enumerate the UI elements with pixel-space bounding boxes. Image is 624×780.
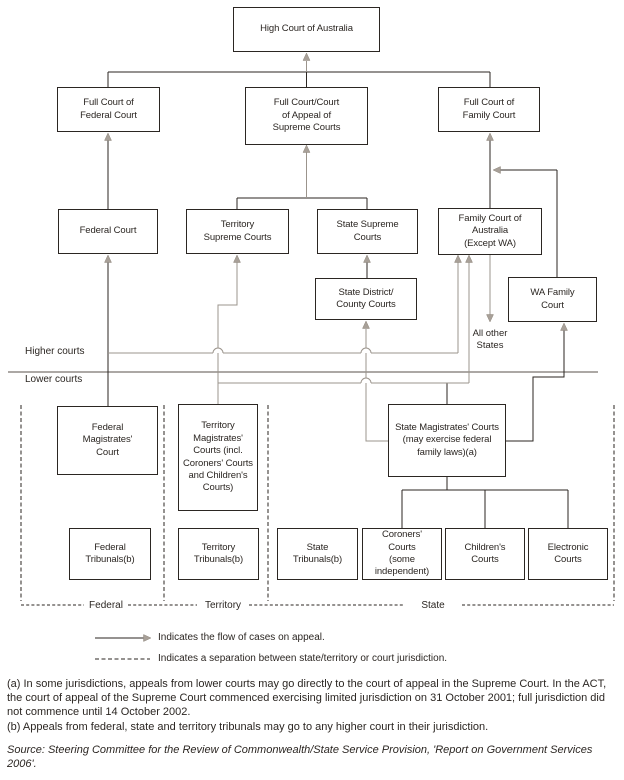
jurisdiction-dashed-lines bbox=[20, 405, 615, 660]
footnotes: (a) In some jurisdictions, appeals from … bbox=[7, 677, 619, 771]
state-jurisdiction-label: State bbox=[421, 600, 445, 611]
connector-lines bbox=[95, 71, 569, 639]
node-federal-tribunals: Federal Tribunals(b) bbox=[69, 528, 151, 580]
source-line: Source: Steering Committee for the Revie… bbox=[7, 743, 593, 771]
node-state-district-county-courts: State District/ County Courts bbox=[315, 278, 417, 320]
node-high-court: High Court of Australia bbox=[233, 7, 380, 52]
line-crossing-hops bbox=[212, 347, 372, 384]
node-state-magistrates-courts: State Magistrates' Courts (may exercise … bbox=[388, 404, 506, 477]
node-full-court-family: Full Court of Family Court bbox=[438, 87, 540, 132]
higher-lower-flow-lines bbox=[108, 352, 469, 384]
arrowheads bbox=[104, 52, 568, 642]
higher-courts-label: Higher courts bbox=[25, 346, 85, 357]
lower-courts-label: Lower courts bbox=[25, 374, 83, 385]
node-territory-magistrates-courts: Territory Magistrates' Courts (incl. Cor… bbox=[178, 404, 258, 511]
footnote-a: (a) In some jurisdictions, appeals from … bbox=[7, 678, 607, 719]
node-federal-court: Federal Court bbox=[58, 209, 158, 254]
footnote-b: (b) Appeals from federal, state and terr… bbox=[7, 720, 489, 733]
node-full-court-supreme: Full Court/Court of Appeal of Supreme Co… bbox=[245, 87, 368, 145]
all-other-states-label: All other States bbox=[472, 328, 508, 351]
node-federal-magistrates-court: Federal Magistrates' Court bbox=[57, 406, 158, 475]
federal-jurisdiction-label: Federal bbox=[89, 600, 123, 611]
diagram-connectors bbox=[8, 52, 615, 660]
node-full-court-federal: Full Court of Federal Court bbox=[57, 87, 160, 132]
node-family-court-of-australia: Family Court of Australia (Except WA) bbox=[438, 208, 542, 255]
legend-appeal-flow-text: Indicates the flow of cases on appeal. bbox=[158, 632, 325, 643]
node-wa-family-court: WA Family Court bbox=[508, 277, 597, 322]
node-coroners-courts: Coroners' Courts (some independent) bbox=[362, 528, 442, 580]
node-territory-tribunals: Territory Tribunals(b) bbox=[178, 528, 259, 580]
appeal-flow-lines bbox=[217, 61, 491, 442]
node-state-supreme-courts: State Supreme Courts bbox=[317, 209, 418, 254]
node-electronic-courts: Electronic Courts bbox=[528, 528, 608, 580]
node-territory-supreme-courts: Territory Supreme Courts bbox=[186, 209, 289, 254]
legend-separation-text: Indicates a separation between state/ter… bbox=[158, 653, 448, 664]
node-state-tribunals: State Tribunals(b) bbox=[277, 528, 358, 580]
node-childrens-courts: Children's Courts bbox=[445, 528, 525, 580]
territory-jurisdiction-label: Territory bbox=[204, 600, 242, 611]
